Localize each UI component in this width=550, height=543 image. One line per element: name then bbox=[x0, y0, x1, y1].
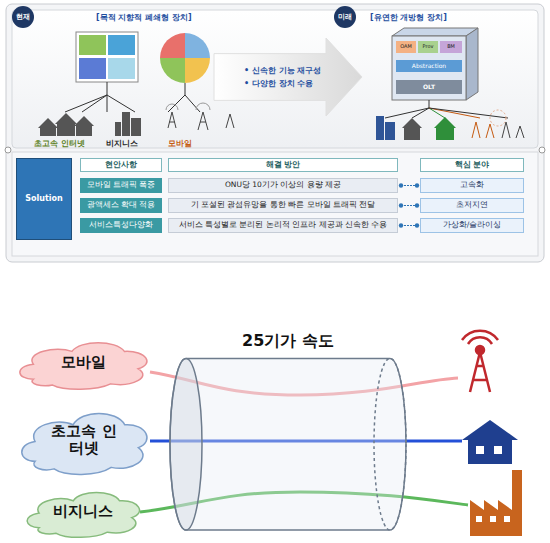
node-text: 광액세스 확대 적용 bbox=[87, 201, 156, 210]
node-text: ONU당 10기가 이상의 용량 제공 bbox=[225, 181, 341, 190]
layer-band: Abstraction bbox=[396, 60, 462, 72]
node-text: 25기가 속도 bbox=[242, 332, 334, 350]
layer-box: Prov bbox=[418, 41, 438, 53]
node-text: OLT bbox=[423, 84, 435, 91]
node-text: 모바일 bbox=[61, 354, 106, 371]
node-text: • 신속한 기능 재구성 bbox=[244, 66, 321, 75]
solution-cell: 서비스 특성별로 분리된 논리적 인프라 제공과 신속한 수용 bbox=[168, 218, 398, 233]
building-icons bbox=[38, 112, 141, 136]
open-device-stack bbox=[385, 28, 508, 118]
text-label: 모바일 bbox=[168, 138, 192, 149]
node-text: 핵심 분야 bbox=[455, 160, 490, 169]
core-cell: 가상화/슬라이싱 bbox=[420, 218, 524, 233]
issue-cell: 모바일 트래픽 폭증 bbox=[80, 178, 162, 193]
node-text: • 다양한 장치 수용 bbox=[244, 79, 313, 88]
puzzle-circle bbox=[160, 33, 210, 112]
table-header: 현안사항 bbox=[80, 158, 162, 172]
service-cloud: 초고속 인터넷 bbox=[16, 402, 152, 478]
dotted-connector bbox=[399, 223, 419, 227]
issue-cell: 서비스특성다양화 bbox=[80, 218, 162, 233]
table-header: 해결 방안 bbox=[168, 158, 398, 172]
core-cell: 초저지연 bbox=[420, 198, 524, 213]
tower-icons bbox=[166, 103, 234, 130]
puzzle-square bbox=[65, 32, 138, 112]
dotted-connector bbox=[399, 183, 419, 187]
table-header: 핵심 분야 bbox=[420, 158, 524, 172]
layer-box: BM bbox=[440, 41, 462, 53]
building-icons-right bbox=[376, 116, 456, 140]
tower-icons-right bbox=[472, 110, 524, 138]
node-text: 해결 방안 bbox=[266, 160, 301, 169]
status-circle: 미래 bbox=[334, 6, 356, 28]
node-text: Solution bbox=[25, 194, 62, 203]
layer-band: OLT bbox=[396, 80, 462, 94]
issue-cell: 광액세스 확대 적용 bbox=[80, 198, 162, 213]
solution-cell: 기 포설된 광섬유망을 통한 빠른 모바일 트래픽 전달 bbox=[168, 198, 398, 213]
node-text: 비지니스 bbox=[53, 503, 113, 520]
node-text: Abstraction bbox=[412, 63, 446, 70]
node-text: 초저지연 bbox=[456, 201, 488, 210]
node-text: 초고속 인터넷 bbox=[44, 423, 124, 458]
node-text: 서비스특성다양화 bbox=[89, 221, 153, 230]
node-text: 기 포설된 광섬유망을 통한 빠른 모바일 트래픽 전달 bbox=[191, 201, 376, 210]
node-text: OAM bbox=[400, 44, 412, 50]
node-text: 고속화 bbox=[460, 181, 484, 190]
solution-cell: ONU당 10기가 이상의 용량 제공 bbox=[168, 178, 398, 193]
node-text: 모바일 트래픽 폭증 bbox=[87, 181, 156, 190]
status-circle: 현재 bbox=[12, 6, 34, 28]
text-label: 초고속 인터넷 bbox=[34, 138, 85, 149]
node-text: 가상화/슬라이싱 bbox=[443, 221, 502, 230]
tower-icon bbox=[462, 331, 498, 392]
node-text: 미래 bbox=[338, 13, 352, 21]
node-text: 현안사항 bbox=[105, 160, 137, 169]
arrow-shape bbox=[214, 38, 362, 116]
service-cloud: 모바일 bbox=[14, 334, 152, 392]
cylinder-shape bbox=[168, 332, 408, 532]
solution-box: Solution bbox=[16, 158, 72, 240]
transition-arrow: • 신속한 기능 재구성 • 다양한 장치 수용 bbox=[214, 38, 362, 116]
node-text: BM bbox=[447, 44, 455, 50]
dotted-connector bbox=[399, 203, 419, 207]
text-label: [목적 지향적 폐쇄형 장치] bbox=[96, 12, 192, 23]
layer-box: OAM bbox=[396, 41, 416, 53]
node-text: Prov bbox=[423, 44, 434, 50]
factory-icon bbox=[470, 470, 522, 536]
node-text: 서비스 특성별로 분리된 논리적 인프라 제공과 신속한 수용 bbox=[179, 221, 388, 230]
service-cloud: 비지니스 bbox=[22, 484, 144, 540]
house-icon bbox=[462, 420, 518, 464]
text-label: 비지니스 bbox=[106, 138, 138, 149]
node-text: 현재 bbox=[16, 13, 30, 21]
core-cell: 고속화 bbox=[420, 178, 524, 193]
text-label: [유연한 개방형 장치] bbox=[370, 12, 447, 23]
fiber-cylinder: 25기가 속도 bbox=[168, 332, 408, 532]
